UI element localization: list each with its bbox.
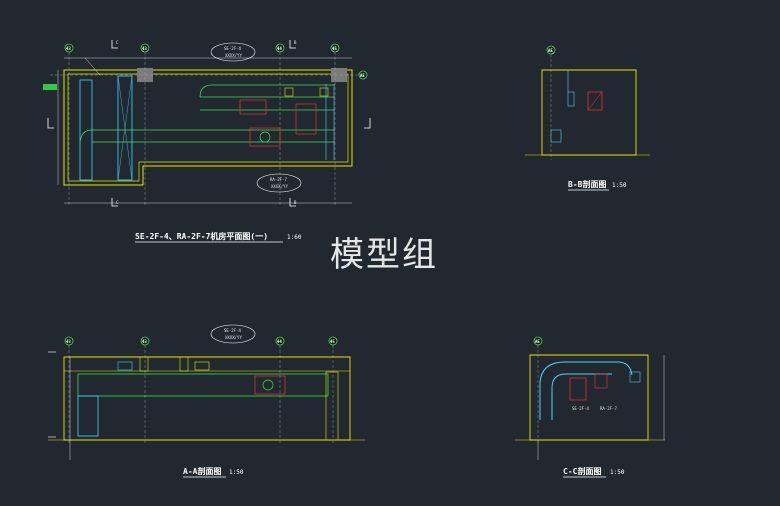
plan-grid-bubble-44 — [275, 43, 285, 53]
plan-diffuser-1 — [284, 87, 294, 97]
aa-duct-lower — [77, 395, 99, 437]
plan-grid-bubble-44-label: 44 — [277, 46, 282, 51]
bb-damper — [567, 91, 575, 107]
plan-tag-bottom — [256, 173, 302, 193]
plan-fan-unit-2 — [249, 127, 281, 147]
cc-label-a: SE-2F-4 — [572, 406, 589, 411]
plan-grid-bubble-ae — [358, 70, 368, 80]
bb-equipment — [587, 91, 603, 111]
plan-tag-top-spec: XXXX/YY — [225, 53, 242, 58]
bb-scale: 1:50 — [612, 182, 627, 189]
bb-equipment-x — [587, 91, 603, 111]
cc-scale: 1:50 — [610, 469, 625, 476]
aa-beam-2 — [179, 356, 189, 372]
cc-grid-bubble-label: AE — [535, 339, 540, 344]
plan-column-right — [331, 68, 347, 82]
aa-title: A-A剖面图 — [183, 466, 221, 476]
aa-grid-bubble-43-label: 43 — [66, 339, 71, 344]
plan-wall-inner — [67, 73, 349, 182]
aa-tag — [210, 324, 256, 344]
plan-scale: 1:60 — [287, 234, 302, 241]
plan-grid-bubble-ae-label: AE — [360, 73, 365, 78]
aa-wall — [63, 356, 351, 441]
aa-grid-bubble-45 — [328, 336, 338, 346]
plan-grid-bubble-43b-label: 43 — [142, 46, 147, 51]
aa-grid-bubble-45-label: 45 — [330, 339, 335, 344]
plan-grid-bubble-45-label: 45 — [332, 46, 337, 51]
aa-diffuser-1 — [117, 361, 133, 371]
cc-duct-elbow — [539, 361, 633, 420]
plan-section-c-bottom-label: C — [116, 200, 119, 205]
plan-note-green — [43, 84, 57, 90]
cc-unit-2 — [594, 373, 608, 389]
plan-duct-elbow — [199, 84, 335, 98]
aa-grid-bubble-43b — [140, 336, 150, 346]
cc-title: C-C剖面图 — [563, 466, 601, 476]
plan-duct-shaft-2 — [117, 75, 133, 181]
cc-duct-elbow-inner — [551, 373, 612, 420]
plan-leader-1 — [84, 57, 101, 76]
plan-fan-unit-1 — [239, 99, 267, 115]
cc-label-b: RA-2F-7 — [600, 406, 617, 411]
plan-duct-main-upper — [200, 96, 335, 111]
plan-section-marker-right — [364, 118, 371, 129]
section-aa: 43 43 44 45 SE-2F-4 XXXX/YY A-A剖面图 1:50 — [48, 324, 365, 478]
plan-tag-top — [210, 42, 256, 62]
aa-grid-bubble-44-label: 44 — [277, 339, 282, 344]
cc-outlet — [629, 371, 641, 383]
plan-wall-outline — [63, 69, 353, 186]
aa-diffuser-2 — [194, 361, 210, 371]
aa-duct-main — [77, 373, 329, 397]
aa-grid-bubble-43 — [64, 336, 74, 346]
aa-grid-bubble-43b-label: 43 — [142, 339, 147, 344]
section-cc: AE SE-2F-4 RA-2F-7 C-C剖面图 1:50 — [515, 336, 665, 478]
plan-section-marker-c-top — [111, 40, 118, 49]
bb-outlet — [550, 129, 562, 143]
bb-grid-bubble-label: AE — [548, 48, 553, 53]
plan-silencer — [295, 103, 317, 135]
plan-section-marker-b-bot — [289, 198, 296, 207]
plan-diffuser-2 — [319, 87, 329, 97]
plan-grid-bubble-43-label: 43 — [66, 46, 71, 51]
plan-fan-symbol — [259, 131, 271, 143]
aa-fan — [254, 375, 286, 395]
aa-fan-symbol — [262, 379, 274, 391]
bb-title: B-B剖面图 — [568, 179, 606, 189]
aa-tag-spec: XXXX/YY — [225, 335, 242, 340]
plan-section-marker-b-top — [289, 40, 296, 49]
aa-beam-1 — [139, 356, 149, 372]
plan-section-b-bottom-label: B — [294, 200, 297, 205]
plan-grid-bubble-43 — [64, 43, 74, 53]
plan-grid-bubble-45 — [330, 43, 340, 53]
section-bb: AE B-B剖面图 1:50 — [525, 45, 650, 191]
aa-scale: 1:50 — [229, 469, 244, 476]
plan-tag-top-code: SE-2F-4 — [224, 46, 241, 51]
plan-section-marker-left — [47, 118, 54, 129]
plan-section-b-top-label: B — [294, 40, 297, 45]
plan-duct-main-lower — [92, 129, 335, 143]
watermark: 模型组 — [330, 235, 438, 275]
plan-tag-bottom-code: RA-2F-7 — [270, 177, 287, 182]
plan-duct-elbow-left — [79, 129, 93, 146]
cc-unit — [569, 377, 587, 401]
plan-view: C C B B 43 43 44 45 AE SE-2F-4 XXXX/YY R… — [43, 40, 371, 243]
plan-duct-shaft-x2 — [117, 75, 133, 181]
plan-tag-bottom-spec: XXXX/YY — [271, 184, 288, 189]
plan-section-marker-c-bot — [111, 198, 118, 207]
cc-wall — [529, 354, 649, 441]
plan-duct-riser — [325, 84, 335, 160]
plan-section-c-top-label: C — [116, 40, 119, 45]
plan-grid-bubble-43b — [140, 43, 150, 53]
aa-tag-code: SE-2F-4 — [224, 328, 241, 333]
aa-grid-bubble-44 — [275, 336, 285, 346]
plan-title: SE-2F-4、RA-2F-7机房平面图(一) — [135, 231, 268, 241]
